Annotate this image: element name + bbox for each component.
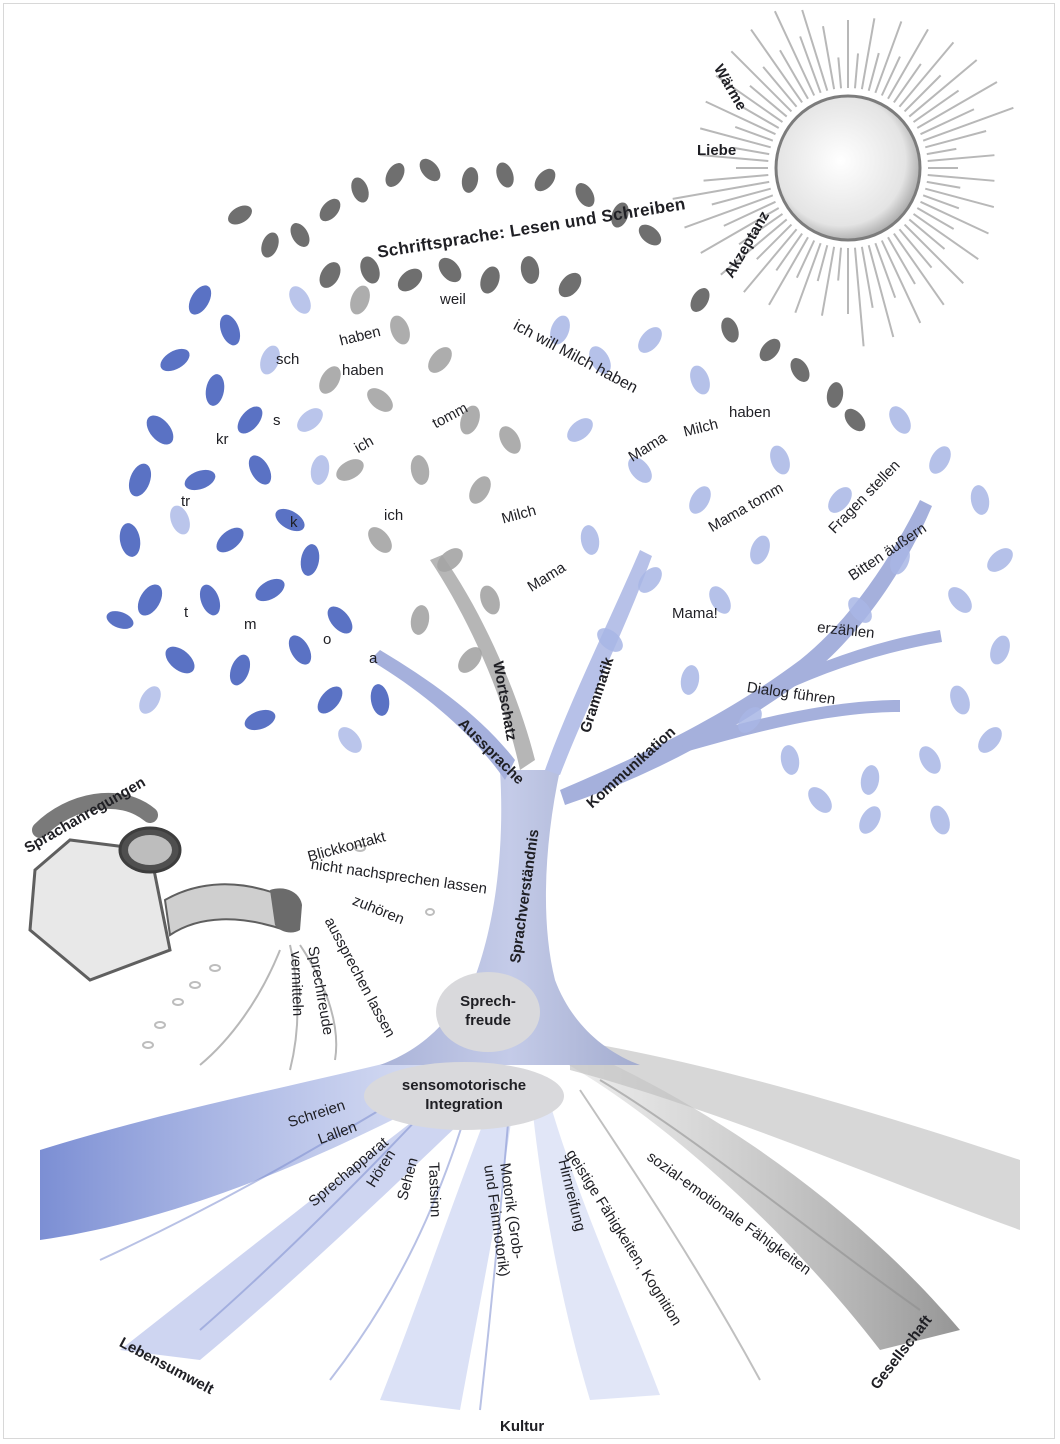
word-haben-2: haben — [342, 363, 384, 378]
sound-tr: tr — [181, 494, 190, 509]
sun-ray — [905, 225, 964, 284]
sentence-mama-exclaim: Mama! — [672, 606, 718, 621]
sun-ray — [917, 82, 997, 128]
foliage-blue-right — [546, 313, 1017, 838]
integration-label: sensomotorische Integration — [374, 1077, 554, 1115]
sound-k: k — [290, 515, 298, 530]
sun-ray — [704, 175, 769, 181]
sun-ray — [899, 42, 953, 106]
sun-ray — [917, 208, 953, 229]
sun-ray — [855, 53, 858, 88]
stimulus-vermitteln: vermitteln — [288, 951, 305, 1017]
integration-line-2: Integration — [374, 1096, 554, 1115]
sun-ray — [875, 243, 895, 298]
sun-ray — [734, 148, 769, 154]
integration-line-1: sensomotorische — [374, 1077, 554, 1096]
sun-ray — [818, 245, 828, 281]
sun-ray — [925, 131, 986, 147]
sun-ray — [927, 149, 957, 154]
sound-a: a — [369, 651, 377, 666]
sun-ray — [797, 241, 814, 278]
sprechfreude-label: Sprech- freude — [444, 993, 532, 1031]
sun-ray — [838, 57, 841, 88]
sun-ray — [914, 214, 979, 259]
sound-s: s — [273, 413, 281, 428]
foliage-grey-arc — [225, 155, 870, 435]
sun-ray — [928, 175, 995, 181]
sun-ray — [673, 182, 770, 199]
sound-o: o — [323, 632, 331, 647]
sprechfreude-line-1: Sprech- — [444, 993, 532, 1012]
sun-ray — [925, 189, 994, 207]
sun-ray — [927, 182, 960, 188]
word-weil: weil — [440, 292, 466, 307]
sentence-haben: haben — [729, 405, 771, 420]
sound-kr: kr — [216, 432, 229, 447]
sound-sch: sch — [276, 352, 299, 367]
sun-ray — [838, 248, 841, 281]
sun-ray — [855, 248, 864, 347]
sprechfreude-line-2: freude — [444, 1012, 532, 1031]
word-ich-2: ich — [384, 508, 403, 523]
ground-kultur: Kultur — [500, 1419, 544, 1434]
sun-ray — [928, 155, 995, 161]
foliage-blue-left — [104, 282, 392, 734]
sun — [673, 10, 1014, 346]
sun-ray — [741, 106, 779, 128]
sun-ray — [894, 234, 944, 305]
label-liebe: Liebe — [697, 143, 736, 158]
root-tastsinn: Tastsinn — [426, 1162, 443, 1218]
sun-ray — [909, 60, 976, 117]
sound-m: m — [244, 617, 257, 632]
sun-ray — [800, 36, 821, 92]
sun-ray — [751, 30, 802, 103]
sound-t: t — [184, 605, 188, 620]
sun-ray — [882, 57, 900, 96]
